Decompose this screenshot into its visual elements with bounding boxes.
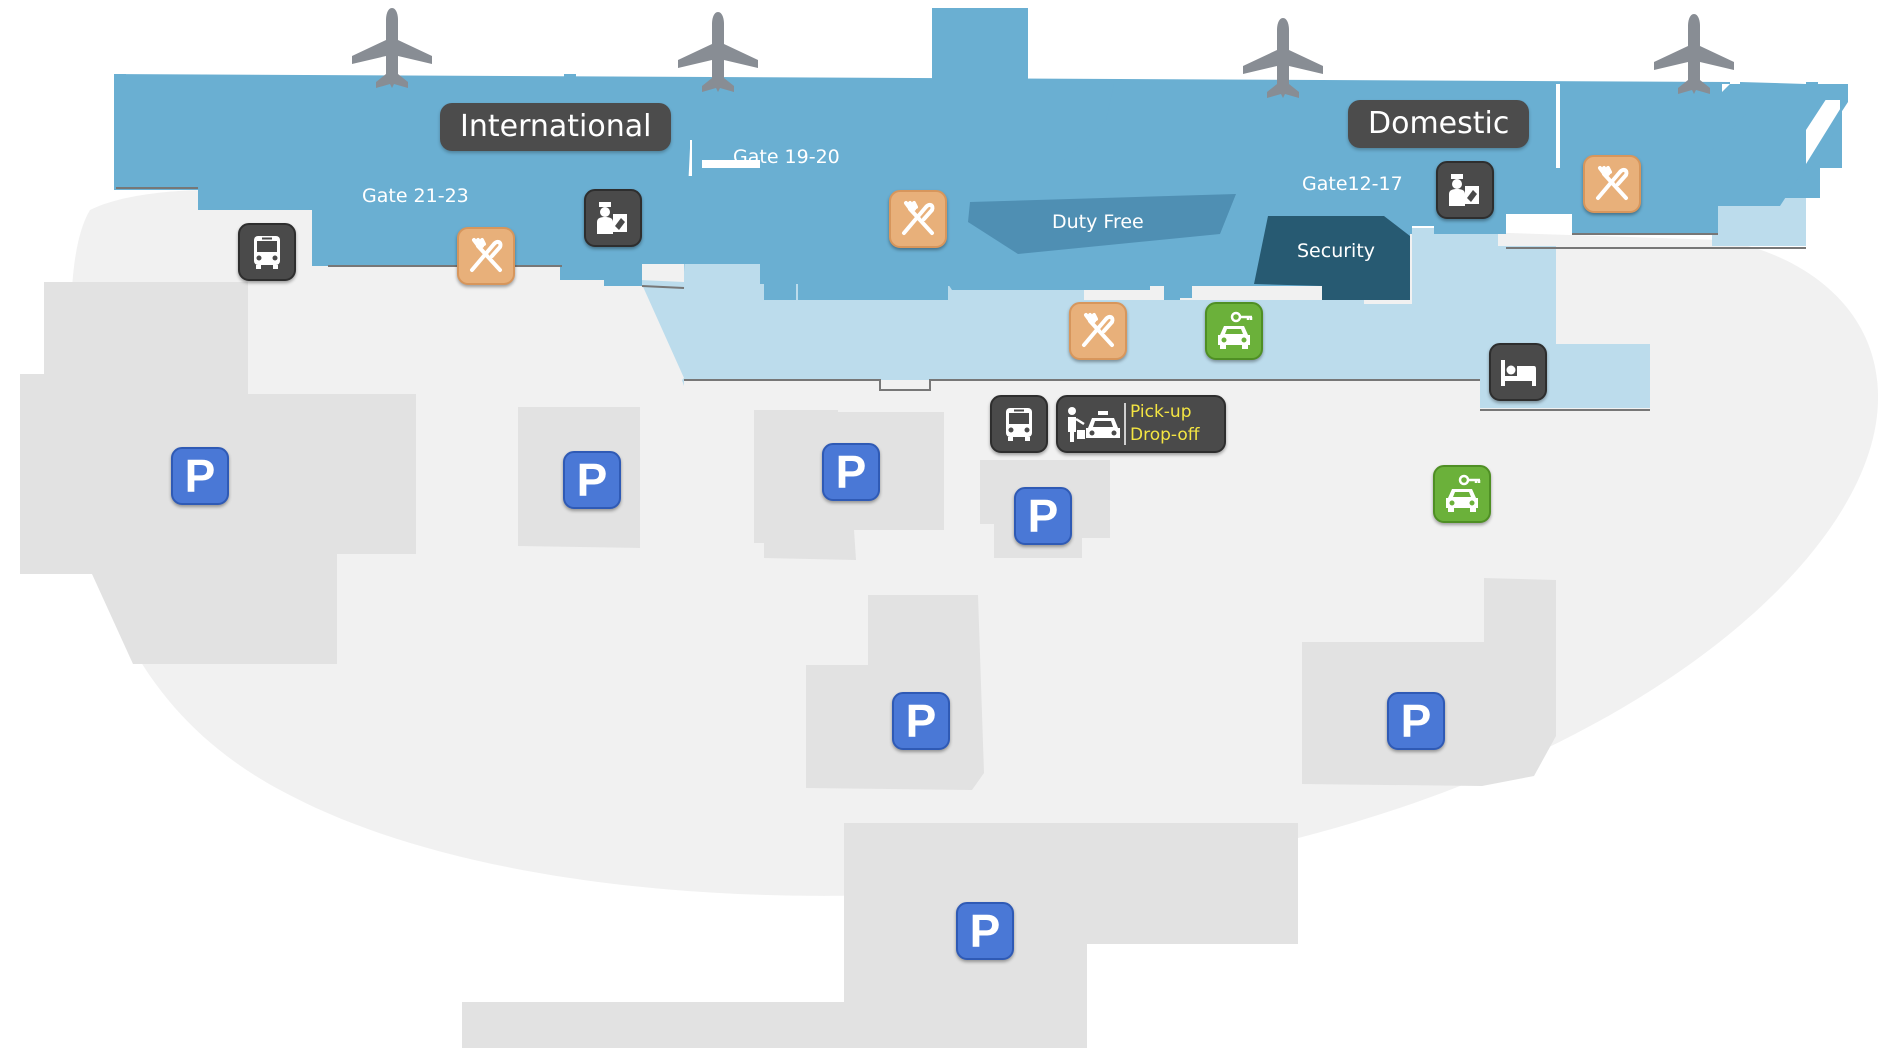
parking-marker[interactable]: P: [822, 443, 880, 501]
bus-icon: [1006, 408, 1032, 441]
car-rental-marker[interactable]: [1433, 465, 1491, 523]
parking-lot-7: [462, 823, 1298, 1048]
passport-control-icon: [1449, 174, 1479, 206]
parking-icon: P: [905, 695, 937, 747]
fork-knife-icon: [470, 238, 503, 272]
security-label: Security: [1297, 240, 1376, 262]
fork-knife-icon: [902, 201, 935, 235]
building-outline: [116, 187, 1806, 411]
parking-lot-6: [1302, 578, 1556, 786]
passport-control-marker[interactable]: [1436, 161, 1494, 219]
parking-icon: P: [1400, 695, 1432, 747]
parking-icon: P: [576, 454, 608, 506]
terminal-label-international: International: [440, 103, 672, 151]
parking-icon: P: [835, 446, 867, 498]
dropoff-label: Drop-off: [1130, 425, 1200, 445]
terminal-label-domestic: Domestic: [1348, 100, 1530, 148]
parking-marker[interactable]: P: [1014, 487, 1072, 545]
hotel-marker[interactable]: [1489, 343, 1547, 401]
duty-free-label: Duty Free: [1052, 211, 1144, 233]
restaurant-marker[interactable]: [1583, 155, 1641, 213]
restaurant-marker[interactable]: [889, 190, 947, 248]
passport-control-marker[interactable]: [584, 189, 642, 247]
pickup-separator: [1124, 403, 1126, 445]
restaurant-marker[interactable]: [457, 227, 515, 285]
gate-label-12-17: Gate12-17: [1302, 173, 1403, 195]
fork-knife-icon: [1596, 166, 1629, 200]
parking-marker[interactable]: P: [171, 447, 229, 505]
car-rental-icon: [1218, 311, 1253, 349]
duty-free-area: [968, 194, 1236, 254]
parking-icon: P: [969, 905, 1001, 957]
passport-control-icon: [597, 202, 627, 234]
gate-label-19-20: Gate 19-20: [733, 146, 840, 168]
car-rental-icon: [1446, 474, 1481, 512]
pickup-dropoff-marker[interactable]: Pick-up Drop-off: [1056, 395, 1226, 453]
bus-icon: [254, 236, 280, 269]
pickup-label: Pick-up: [1130, 402, 1192, 422]
security-area: [1254, 216, 1410, 300]
gate-label-21-23: Gate 21-23: [362, 185, 469, 207]
bus-stop-icon[interactable]: [990, 395, 1048, 453]
taxi-icon: [1068, 407, 1120, 442]
parking-marker[interactable]: P: [892, 692, 950, 750]
car-rental-marker[interactable]: [1205, 302, 1263, 360]
parking-icon: P: [1027, 490, 1059, 542]
parking-icon: P: [184, 450, 216, 502]
parking-marker[interactable]: P: [956, 902, 1014, 960]
bus-stop-icon[interactable]: [238, 223, 296, 281]
restaurant-marker[interactable]: [1069, 302, 1127, 360]
parking-marker[interactable]: P: [563, 451, 621, 509]
bed-icon: [1501, 360, 1536, 386]
pickup-dropoff-label: Pick-up Drop-off: [1130, 401, 1199, 447]
fork-knife-icon: [1082, 313, 1115, 347]
parking-marker[interactable]: P: [1387, 692, 1445, 750]
